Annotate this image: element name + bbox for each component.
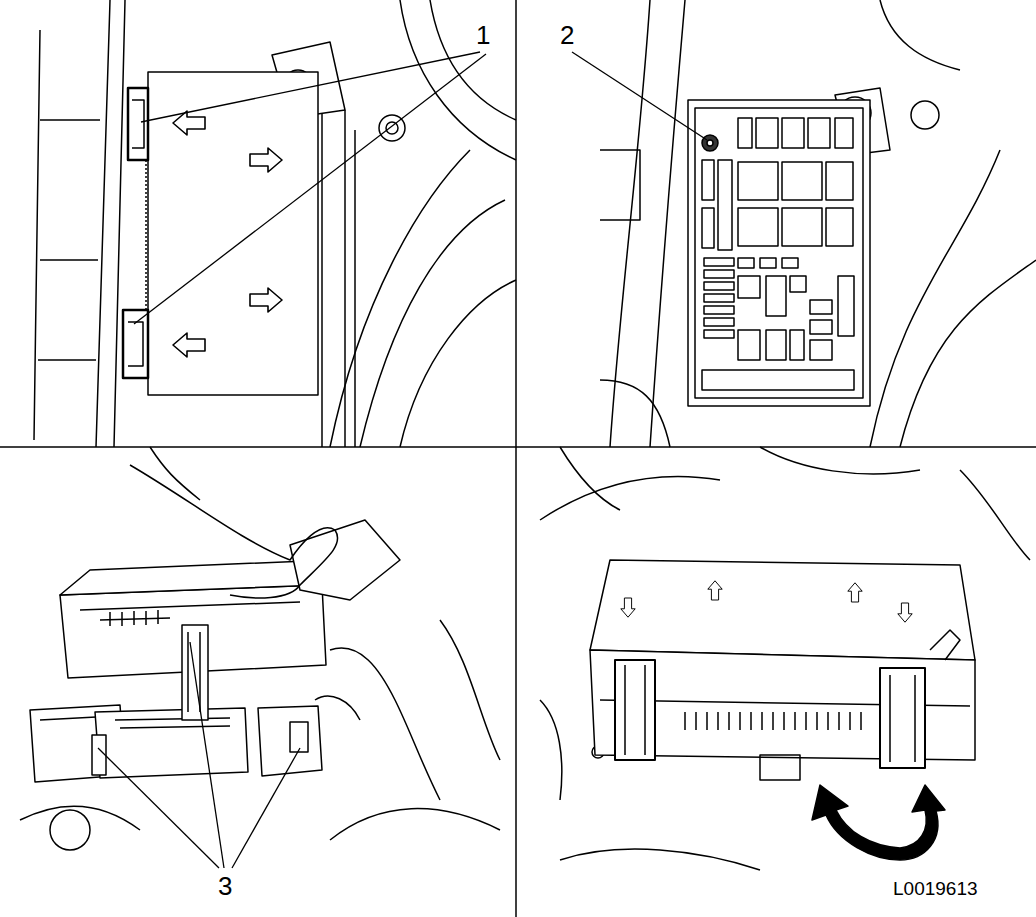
leader-lines	[98, 52, 707, 868]
figure-code: L0019613	[893, 879, 978, 898]
box-removal	[540, 447, 1030, 870]
callout-number: 3	[218, 873, 232, 899]
fuse-box	[600, 0, 1036, 447]
connector-removal	[20, 447, 500, 850]
cover-panel	[34, 0, 516, 447]
callout-number: 1	[476, 22, 490, 48]
panel-divider	[0, 446, 1036, 448]
callout-number: 2	[560, 22, 574, 48]
panel-divider	[515, 0, 517, 917]
